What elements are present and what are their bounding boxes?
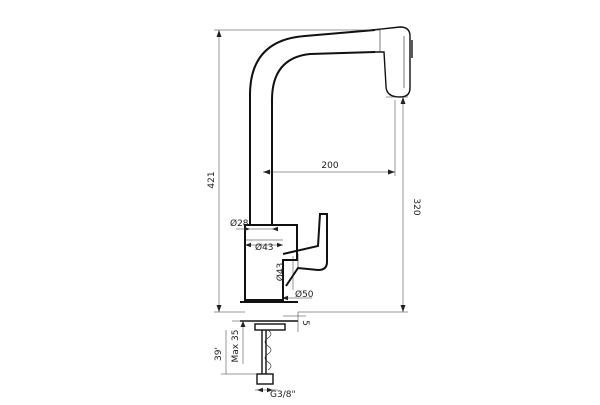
label-spout-height: 320 (411, 198, 421, 215)
spray-head (371, 26, 411, 98)
arrow-d43-right (277, 242, 283, 248)
arrow-reach-left (263, 169, 270, 175)
arrow-total-top (216, 30, 222, 37)
label-max-depth: Max 35 (231, 330, 241, 363)
arrow-thread-right (267, 387, 273, 393)
label-spout-reach: 200 (321, 161, 338, 171)
braided-hose (264, 329, 272, 371)
label-base-diameter: Ø50 (295, 289, 314, 300)
spout-outer-outline (249, 29, 376, 225)
arrow-thread-left (257, 387, 263, 393)
arrow-spout-height-bottom (400, 305, 406, 312)
mounting-nut (254, 323, 286, 331)
label-total-height: 421 (207, 171, 217, 188)
arrow-d43-left (245, 242, 251, 248)
label-body-top-diameter: Ø43 (255, 242, 274, 253)
label-spout-diameter: Ø28 (230, 218, 249, 229)
lever-handle (282, 213, 328, 287)
hose-fitting (256, 373, 274, 385)
arrow-max-top (240, 321, 246, 327)
arrow-d28-left (244, 226, 250, 232)
faucet-body (244, 224, 298, 301)
arrow-total-bottom (216, 305, 222, 312)
arrow-d50 (282, 295, 288, 301)
arrow-reach-right (388, 169, 395, 175)
spout-inner-outline (271, 51, 376, 225)
label-hose-length: 39' (214, 347, 224, 361)
arrow-spout-height-top (400, 97, 406, 104)
label-thread: G3/8" (270, 390, 296, 400)
label-base-gap: 5 (300, 320, 310, 326)
label-body-side-diameter: Ø43 (275, 263, 286, 282)
arrow-d28-right (272, 226, 278, 232)
